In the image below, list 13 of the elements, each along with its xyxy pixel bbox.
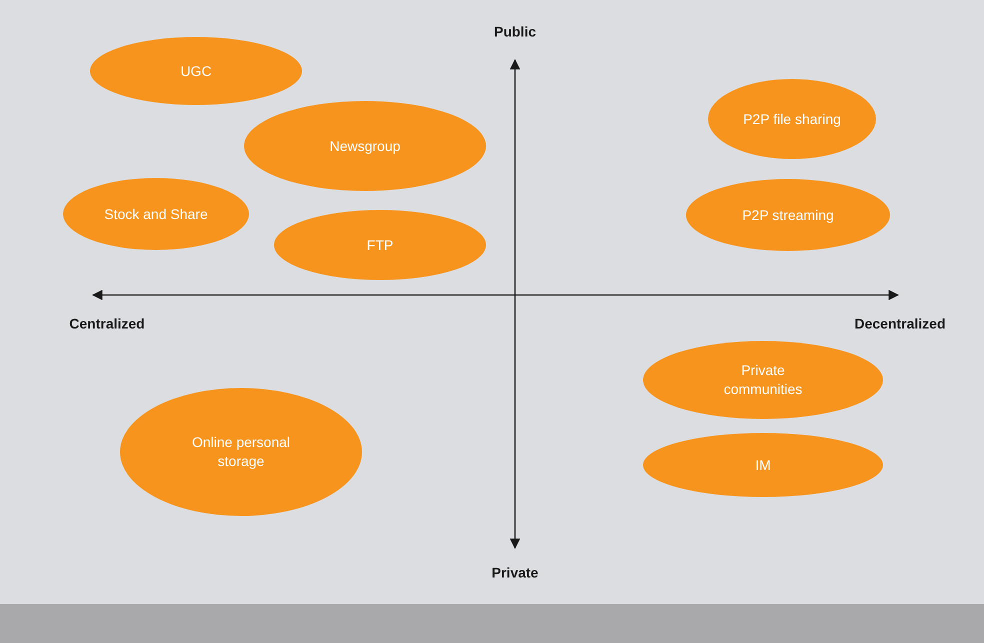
category-label: P2P file sharing xyxy=(743,110,841,128)
category-label: Newsgroup xyxy=(330,136,400,156)
category-label: IM xyxy=(755,456,771,474)
axis-label: Decentralized xyxy=(854,314,946,334)
axis-label: Private xyxy=(492,564,538,582)
category-label: P2P streaming xyxy=(742,206,834,224)
axis-label: Centralized xyxy=(69,314,145,334)
category-label: UGC xyxy=(180,62,212,80)
category-label: FTP xyxy=(366,236,394,254)
category-label: Stock and Share xyxy=(104,204,208,224)
category-label: Online personal storage xyxy=(190,433,292,471)
axis-label: Public xyxy=(494,22,536,42)
category-label: Private communities xyxy=(722,361,804,399)
